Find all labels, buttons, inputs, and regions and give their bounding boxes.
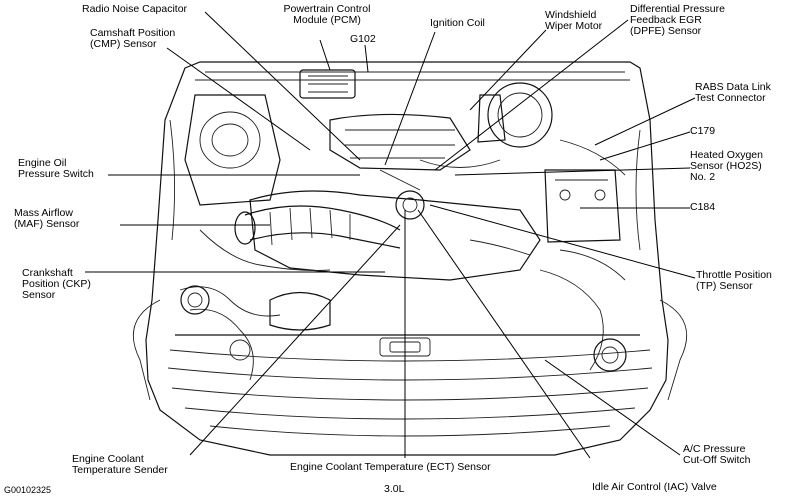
label-ignition-coil: Ignition Coil [430, 17, 485, 29]
label-c179: C179 [690, 125, 716, 137]
label-pcm: Powertrain Control Module (PCM) [283, 3, 371, 26]
label-ect-sensor: Engine Coolant Temperature (ECT) Sensor [290, 461, 491, 473]
label-engine-oil-pressure-switch: Engine Oil Pressure Switch [18, 157, 94, 180]
label-g102: G102 [350, 33, 376, 45]
leader-lines [85, 11, 696, 459]
label-ckp-sensor: Crankshaft Position (CKP) Sensor [22, 267, 91, 301]
engine-size-label: 3.0L [384, 483, 405, 495]
label-c184: C184 [690, 201, 716, 213]
vehicle-body-outline [132, 61, 688, 456]
label-ect-sender: Engine Coolant Temperature Sender [72, 453, 168, 476]
label-camshaft-position-sensor: Camshaft Position (CMP) Sensor [90, 27, 176, 50]
label-iac-valve: Idle Air Control (IAC) Valve [592, 481, 717, 493]
label-tp-sensor: Throttle Position (TP) Sensor [696, 269, 772, 292]
figure-id: G00102325 [4, 485, 52, 495]
label-ho2s-sensor: Heated Oxygen Sensor (HO2S) No. 2 [690, 149, 763, 183]
label-windshield-wiper-motor: Windshield Wiper Motor [545, 9, 603, 32]
label-rabs-connector: RABS Data Link Test Connector [695, 81, 771, 104]
label-dpfe-sensor: Differential Pressure Feedback EGR (DPFE… [630, 3, 725, 37]
label-ac-pressure-switch: A/C Pressure Cut-Off Switch [683, 443, 751, 466]
label-maf-sensor: Mass Airflow (MAF) Sensor [14, 207, 80, 230]
label-radio-noise-capacitor: Radio Noise Capacitor [82, 3, 188, 15]
